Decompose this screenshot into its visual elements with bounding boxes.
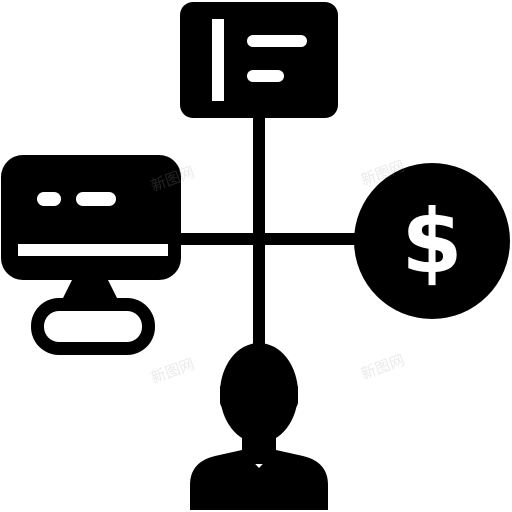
document-panel-icon bbox=[180, 2, 338, 118]
currency-symbol: $ bbox=[401, 190, 462, 293]
monitor-icon bbox=[1, 155, 181, 355]
connector-lines bbox=[176, 112, 362, 345]
dollar-coin-icon: $ bbox=[354, 163, 510, 319]
person-icon bbox=[190, 343, 328, 510]
